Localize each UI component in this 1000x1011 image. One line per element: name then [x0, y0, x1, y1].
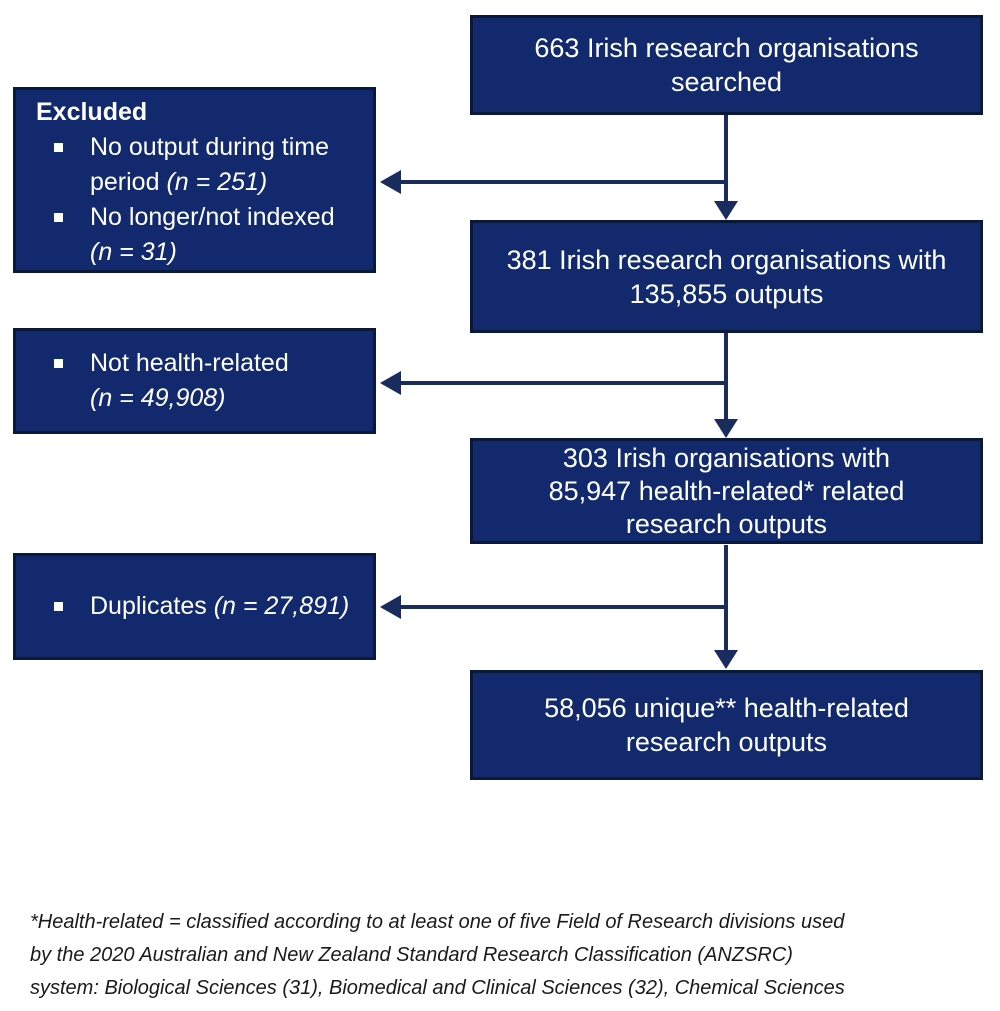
- not-health-related-count: (n = 49,908): [90, 384, 226, 412]
- footnotes: *Health-related = classified according t…: [30, 840, 980, 1011]
- arrow-line-vertical-2: [724, 333, 728, 421]
- duplicates-list: Duplicates (n = 27,891): [36, 589, 349, 624]
- duplicates-count: (n = 27,891): [213, 592, 350, 620]
- arrow-head-down-icon: [714, 650, 738, 669]
- arrow-line-vertical-1: [724, 115, 728, 203]
- flow-box-unique-outputs-text: 58,056 unique** health-related research …: [544, 693, 909, 757]
- flow-box-duplicates: Duplicates (n = 27,891): [13, 553, 376, 660]
- excluded-item-no-output: No output during time period (n = 251): [52, 130, 365, 200]
- flow-box-searched: 663 Irish research organisations searche…: [470, 15, 983, 115]
- arrow-head-down-icon: [714, 419, 738, 438]
- flow-box-indexed-outputs-text: 381 Irish research organisations with 13…: [506, 244, 947, 309]
- duplicates-label: Duplicates: [90, 592, 207, 620]
- excluded-item-count: (n = 31): [90, 238, 177, 266]
- arrow-line-horizontal-1: [400, 180, 728, 184]
- flow-box-health-related-outputs-text: 303 Irish organisations with 85,947 heal…: [548, 442, 905, 539]
- flow-box-not-health-related: Not health-related (n = 49,908): [13, 328, 376, 434]
- excluded-title: Excluded: [36, 98, 148, 126]
- square-bullet-icon: [54, 143, 63, 152]
- arrow-head-down-icon: [714, 201, 738, 220]
- arrow-head-left-icon: [380, 595, 401, 619]
- excluded-item-label: No longer/not indexed: [90, 203, 335, 231]
- square-bullet-icon: [54, 213, 63, 222]
- not-health-related-item: Not health-related (n = 49,908): [52, 346, 365, 416]
- flow-box-excluded: Excluded No output during time period (n…: [13, 87, 376, 273]
- arrow-line-horizontal-2: [400, 381, 728, 385]
- flow-box-searched-text: 663 Irish research organisations searche…: [534, 33, 919, 97]
- excluded-item-not-indexed: No longer/not indexed (n = 31): [52, 200, 365, 270]
- square-bullet-icon: [54, 602, 63, 611]
- arrow-head-left-icon: [380, 170, 401, 194]
- arrow-line-vertical-3: [724, 545, 728, 650]
- duplicates-item: Duplicates (n = 27,891): [52, 589, 349, 624]
- not-health-related-label: Not health-related: [90, 349, 289, 377]
- not-health-related-list: Not health-related (n = 49,908): [36, 346, 365, 416]
- arrow-line-horizontal-3: [400, 605, 728, 609]
- footnote-health-related: *Health-related = classified according t…: [30, 911, 845, 1011]
- excluded-item-label: No output during time period: [90, 133, 330, 196]
- flow-box-indexed-outputs: 381 Irish research organisations with 13…: [470, 220, 983, 333]
- arrow-head-left-icon: [380, 371, 401, 395]
- flow-box-health-related-outputs: 303 Irish organisations with 85,947 heal…: [470, 438, 983, 544]
- excluded-item-count: (n = 251): [166, 168, 268, 196]
- flow-box-unique-outputs: 58,056 unique** health-related research …: [470, 670, 983, 780]
- square-bullet-icon: [54, 359, 63, 368]
- excluded-list: No output during time period (n = 251) N…: [36, 130, 365, 270]
